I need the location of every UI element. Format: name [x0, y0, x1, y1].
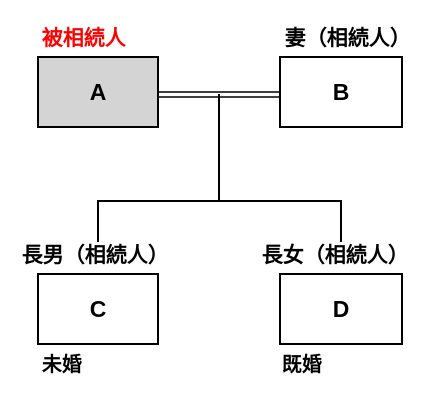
decedent-name: A	[89, 78, 107, 105]
spouse-name: B	[332, 78, 350, 105]
daughter-status: 既婚	[282, 352, 322, 376]
spouse-box: B	[279, 56, 403, 128]
daughter-name: D	[332, 295, 350, 322]
son-status: 未婚	[42, 352, 82, 376]
decedent-box: A	[37, 56, 159, 128]
son-box: C	[37, 273, 159, 345]
decedent-role-label: 被相続人	[42, 26, 126, 50]
son-role-label: 長男（相続人）	[22, 243, 169, 267]
son-name: C	[89, 295, 107, 322]
daughter-box: D	[279, 273, 403, 345]
spouse-role-label: 妻（相続人）	[285, 26, 411, 50]
daughter-role-label: 長女（相続人）	[262, 243, 409, 267]
